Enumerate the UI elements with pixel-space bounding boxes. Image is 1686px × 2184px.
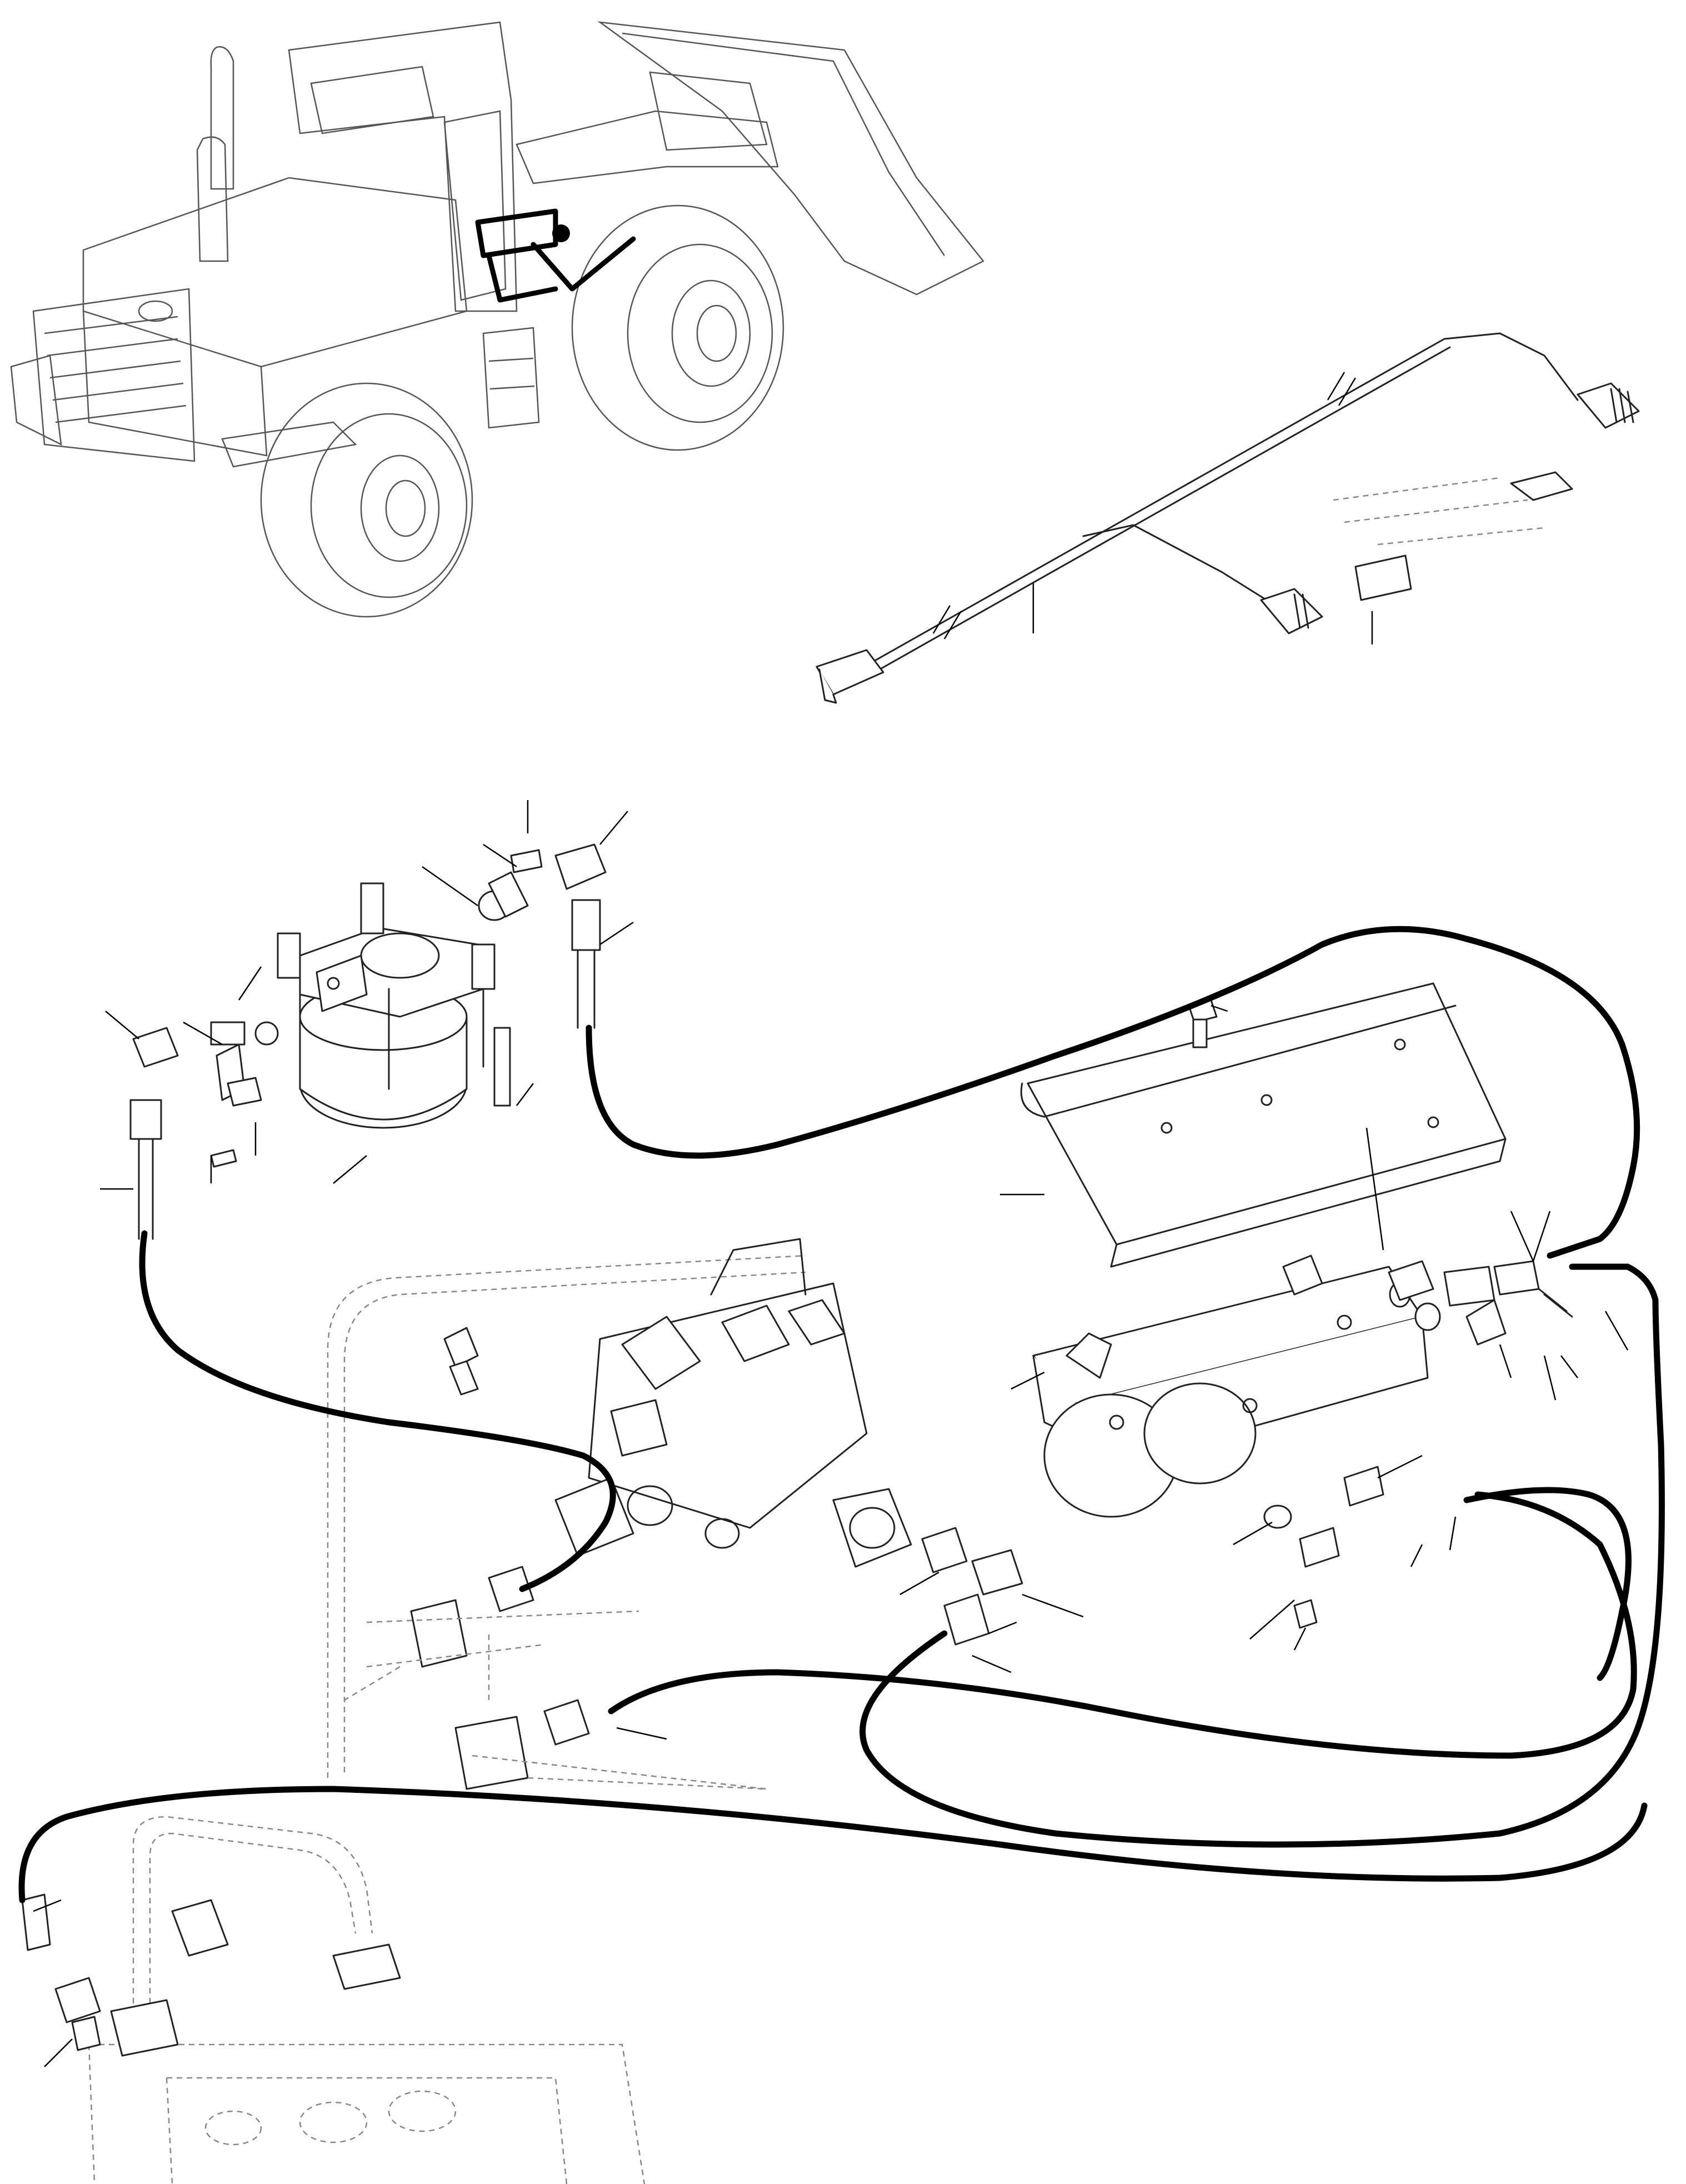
electrical-harness	[816, 332, 1640, 704]
valve-block	[1000, 1004, 1629, 1651]
mounting-bracket	[1020, 982, 1507, 1268]
hydraulic-hoses	[18, 926, 1665, 1903]
accumulator-assembly	[100, 800, 634, 1240]
wheel-loader-overview	[10, 21, 984, 618]
hydraulic-tank	[21, 1816, 646, 2184]
main-control-valve	[327, 1238, 1084, 1790]
